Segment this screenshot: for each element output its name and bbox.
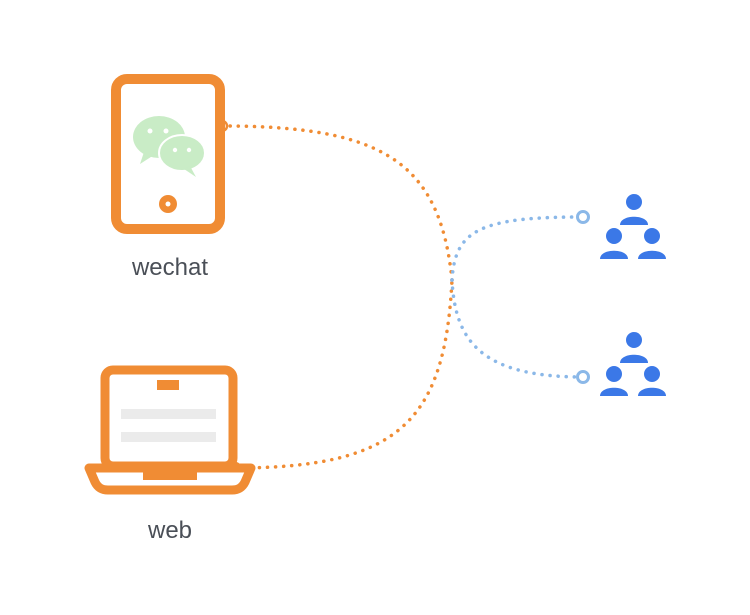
link-wechat-to-hub xyxy=(220,124,454,282)
laptop-icon xyxy=(84,365,256,495)
endpoint-group-top xyxy=(576,210,590,224)
connections xyxy=(215,119,590,475)
web-label: web xyxy=(147,517,193,544)
endpoint-group-bottom xyxy=(576,370,590,384)
user-group-icon-top xyxy=(600,194,666,259)
user-group-icon-bottom xyxy=(600,332,666,396)
wechat-logo-icon xyxy=(133,116,206,177)
wechat-label: wechat xyxy=(131,254,209,281)
link-hub-to-group-bottom xyxy=(450,278,585,379)
mobile-phone-wechat-icon xyxy=(111,74,225,234)
link-hub-to-group-top xyxy=(450,215,585,282)
link-web-to-hub xyxy=(233,278,454,470)
